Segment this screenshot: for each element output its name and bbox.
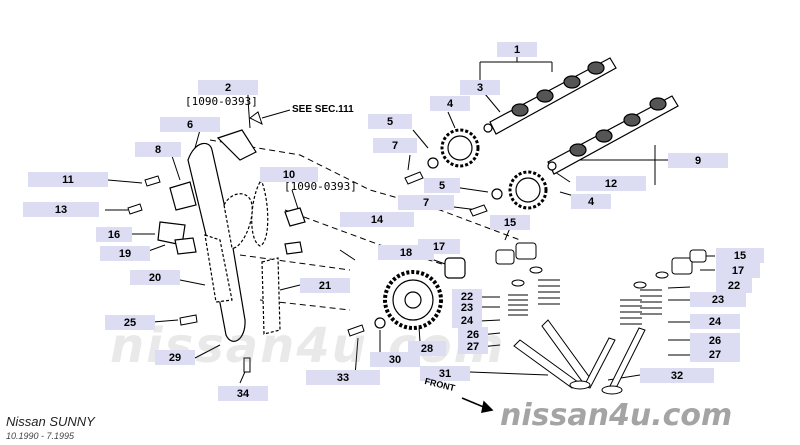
part-label-1[interactable]: 1 [497, 42, 537, 57]
part-label-23-right[interactable]: 23 [690, 292, 746, 307]
part-label-32[interactable]: 32 [640, 368, 714, 383]
date-code-part-10: [1090-0393] [284, 180, 357, 193]
part-label-26-right[interactable]: 26 [690, 333, 740, 348]
watermark-bottom: nissan4u.com [500, 398, 733, 433]
part-label-33[interactable]: 33 [306, 370, 380, 385]
front-arrow-icon [461, 397, 494, 413]
part-label-12[interactable]: 12 [576, 176, 646, 191]
part-label-19[interactable]: 19 [100, 246, 150, 261]
camshaft-intake [483, 57, 617, 135]
camshaft-exhaust [547, 95, 679, 175]
part-label-24-right[interactable]: 24 [690, 314, 740, 329]
part-label-13[interactable]: 13 [23, 202, 99, 217]
part-label-16[interactable]: 16 [96, 227, 132, 242]
part-label-2[interactable]: 2 [198, 80, 258, 95]
part-label-20[interactable]: 20 [130, 270, 180, 285]
part-label-30[interactable]: 30 [370, 352, 420, 367]
part-label-18[interactable]: 18 [378, 245, 434, 260]
part-label-3[interactable]: 3 [460, 80, 500, 95]
part-label-8[interactable]: 8 [135, 142, 181, 157]
part-label-34[interactable]: 34 [218, 386, 268, 401]
part-label-6[interactable]: 6 [160, 117, 220, 132]
part-label-11[interactable]: 11 [28, 172, 108, 187]
part-label-15-right[interactable]: 15 [716, 248, 764, 263]
part-label-27-right[interactable]: 27 [690, 347, 740, 362]
part-label-10[interactable]: 10 [260, 167, 318, 182]
part-label-23-left[interactable]: 23 [452, 300, 482, 315]
part-label-26-left[interactable]: 26 [458, 327, 488, 342]
footer-model: Nissan SUNNY [6, 414, 95, 429]
part-label-5-exhaust[interactable]: 5 [424, 178, 460, 193]
part-label-7-intake[interactable]: 7 [373, 138, 417, 153]
part-label-7-exhaust[interactable]: 7 [398, 195, 454, 210]
part-label-5-intake[interactable]: 5 [368, 114, 412, 129]
part-label-9[interactable]: 9 [668, 153, 728, 168]
part-label-15-left[interactable]: 15 [490, 215, 530, 230]
part-label-27-left[interactable]: 27 [458, 339, 488, 354]
part-label-24-left[interactable]: 24 [452, 313, 482, 328]
part-label-14[interactable]: 14 [340, 212, 414, 227]
part-label-4-intake[interactable]: 4 [430, 96, 470, 111]
part-label-17-right[interactable]: 17 [716, 263, 760, 278]
part-label-21[interactable]: 21 [300, 278, 350, 293]
footer-date-range: 10.1990 - 7.1995 [6, 431, 75, 441]
see-section-note[interactable]: SEE SEC.111 [292, 104, 354, 115]
part-label-31[interactable]: 31 [420, 366, 470, 381]
date-code-part-2: [1090-0393] [185, 95, 258, 108]
part-label-29[interactable]: 29 [155, 350, 195, 365]
part-label-25[interactable]: 25 [105, 315, 155, 330]
part-label-4-exhaust[interactable]: 4 [571, 194, 611, 209]
part-label-22-right[interactable]: 22 [716, 278, 752, 293]
